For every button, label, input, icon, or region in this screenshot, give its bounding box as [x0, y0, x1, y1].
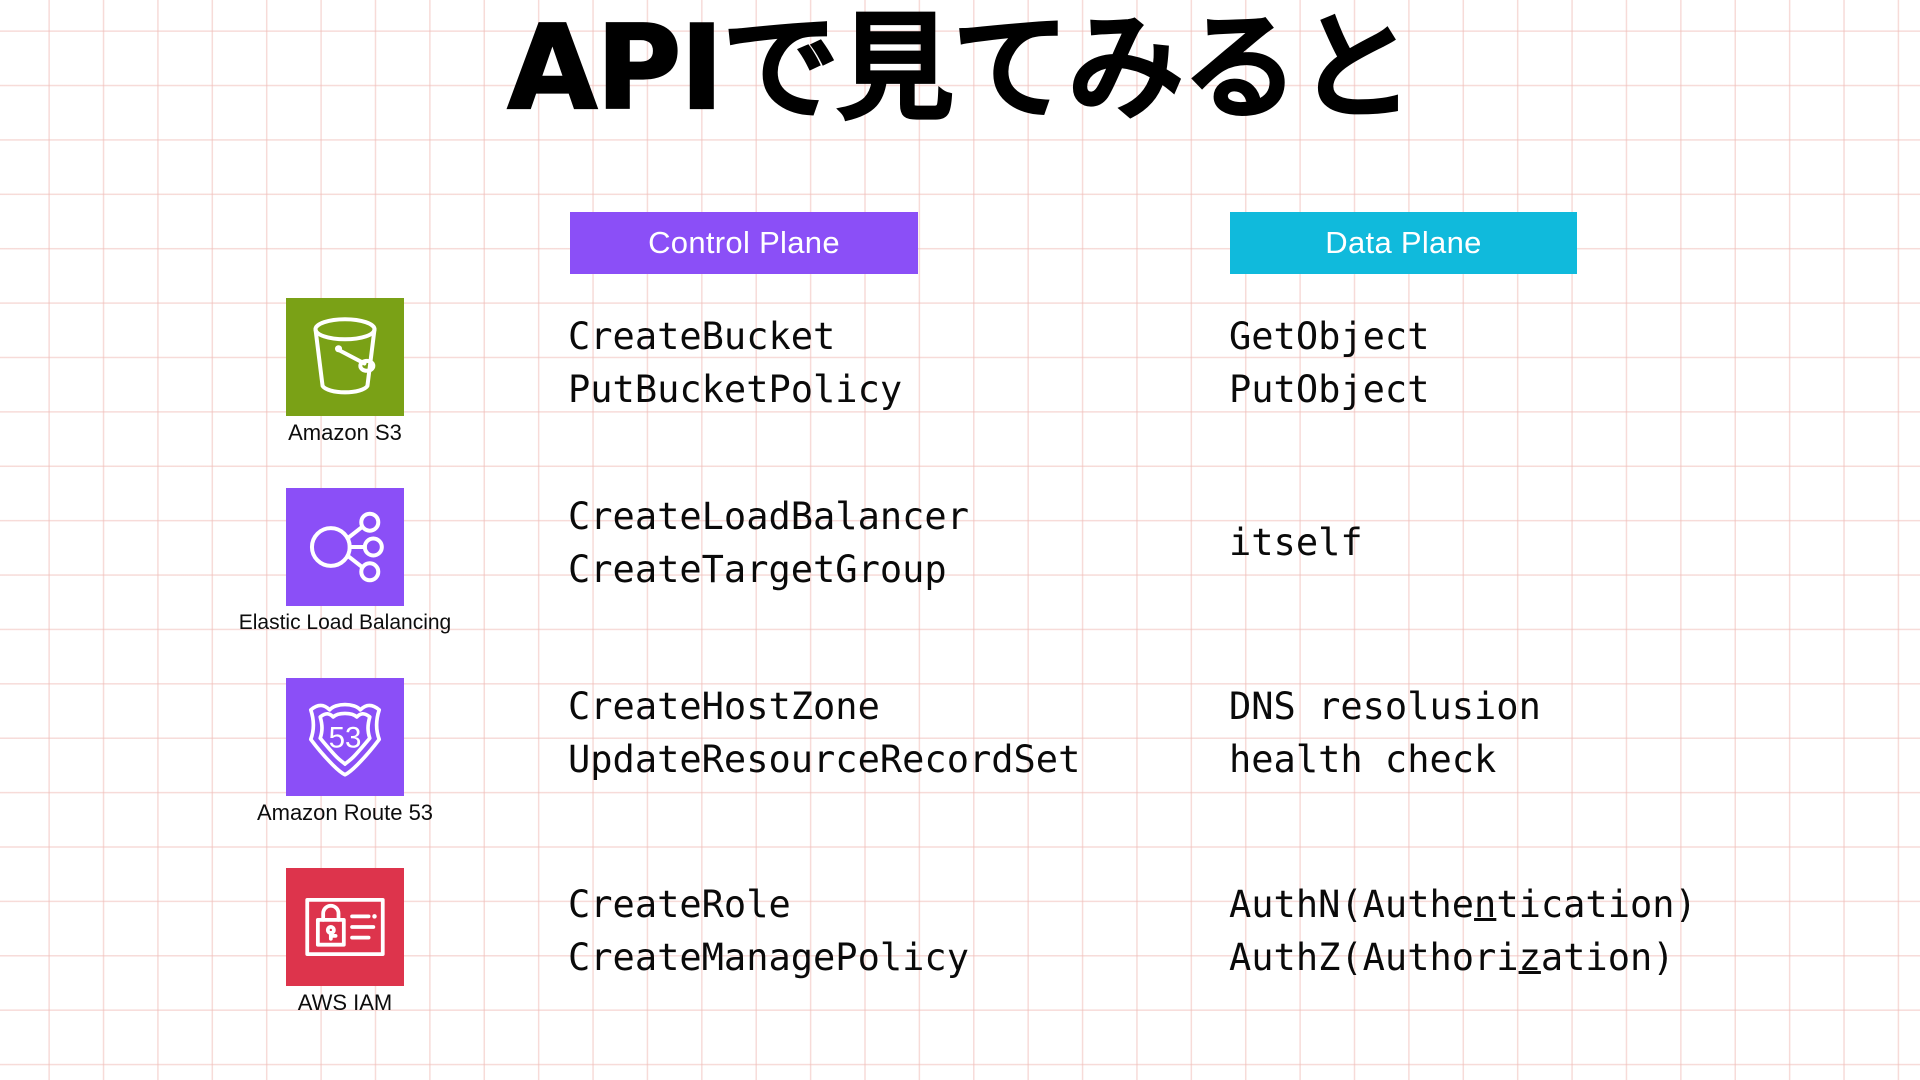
api-line: itself: [1229, 521, 1363, 564]
control-plane-header-badge: Control Plane: [570, 212, 918, 274]
service-label-route53: Amazon Route 53: [256, 800, 434, 825]
iam-id-card-lock-icon: [286, 868, 404, 986]
iam-data-plane-apis: AuthN(Authentication) AuthZ(Authorizatio…: [1229, 878, 1697, 984]
service-badge-elb: Elastic Load Balancing: [185, 488, 505, 634]
api-line: DNS resolusion: [1229, 685, 1541, 728]
route53-data-plane-apis: DNS resolusion health check: [1229, 680, 1541, 786]
service-row-elb: Elastic Load Balancing CreateLoadBalance…: [0, 480, 1920, 670]
iam-control-plane-apis: CreateRole CreateManagePolicy: [568, 878, 969, 984]
service-label-elb: Elastic Load Balancing: [238, 611, 452, 634]
data-plane-label: Data Plane: [1325, 225, 1482, 260]
api-line: UpdateResourceRecordSet: [568, 738, 1081, 781]
route53-control-plane-apis: CreateHostZone UpdateResourceRecordSet: [568, 680, 1080, 786]
service-row-s3: Amazon S3 CreateBucket PutBucketPolicy G…: [0, 290, 1920, 480]
api-line: CreateBucket: [568, 315, 836, 358]
control-plane-label: Control Plane: [648, 225, 840, 260]
api-line: CreateTargetGroup: [568, 548, 947, 591]
s3-data-plane-apis: GetObject PutObject: [1229, 310, 1429, 416]
service-row-route53: 53 Amazon Route 53 CreateHostZone Update…: [0, 670, 1920, 860]
api-line: CreateRole: [568, 883, 791, 926]
service-row-iam: AWS IAM CreateRole CreateManagePolicy Au…: [0, 860, 1920, 1050]
route53-icon-number: 53: [329, 722, 362, 755]
s3-control-plane-apis: CreateBucket PutBucketPolicy: [568, 310, 902, 416]
service-badge-route53: 53 Amazon Route 53: [185, 678, 505, 825]
api-line: PutBucketPolicy: [568, 368, 903, 411]
elastic-load-balancing-icon: [286, 488, 404, 606]
page-title: APIで見てみると: [506, 1, 1414, 136]
api-line: PutObject: [1229, 368, 1430, 411]
service-label-iam: AWS IAM: [297, 990, 393, 1015]
service-badge-iam: AWS IAM: [185, 868, 505, 1015]
api-line: CreateLoadBalancer: [568, 495, 969, 538]
api-line: AuthZ(Authorization): [1229, 936, 1675, 979]
api-line: AuthN(Authentication): [1229, 883, 1697, 926]
service-badge-s3: Amazon S3: [185, 298, 505, 445]
api-line: CreateHostZone: [568, 685, 880, 728]
api-line: health check: [1229, 738, 1497, 781]
elb-data-plane-apis: itself: [1229, 516, 1363, 569]
route53-shield-icon: 53: [286, 678, 404, 796]
api-line: CreateManagePolicy: [568, 936, 969, 979]
service-label-s3: Amazon S3: [288, 420, 402, 445]
s3-bucket-icon: [286, 298, 404, 416]
api-line: GetObject: [1229, 315, 1430, 358]
data-plane-header-badge: Data Plane: [1230, 212, 1577, 274]
elb-control-plane-apis: CreateLoadBalancer CreateTargetGroup: [568, 490, 969, 596]
